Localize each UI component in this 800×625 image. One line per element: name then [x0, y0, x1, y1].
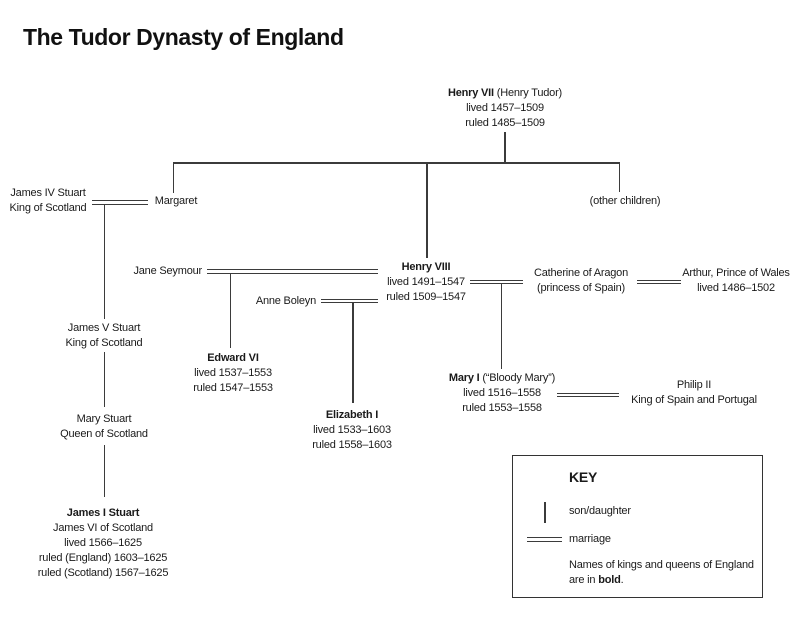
person-name: Jane Seymour [133, 265, 202, 277]
person-ruled: ruled 1553–1558 [462, 402, 542, 414]
line-to-edward6 [229, 273, 232, 348]
person-name-line: Mary I (“Bloody Mary”) [416, 371, 588, 386]
person-name: Catherine of Aragon [533, 267, 629, 279]
person-title: King of Scotland [9, 202, 87, 214]
key-note-prefix: are in [569, 574, 599, 586]
key-note-bold: bold [598, 574, 621, 586]
marriage-line-anne-henry8 [321, 298, 378, 304]
line-james5-to-mary-stuart [103, 352, 106, 407]
person-mary-stuart: Mary Stuart Queen of Scotland [44, 412, 164, 442]
person-james-v: James V Stuart King of Scotland [56, 321, 152, 351]
key-note-suffix: . [620, 574, 624, 586]
person-name-bold: Elizabeth I [325, 409, 379, 421]
person-philip-ii: Philip II King of Spain and Portugal [608, 378, 780, 408]
person-catherine-of-aragon: Catherine of Aragon (princess of Spain) [495, 266, 667, 296]
person-name-bold: James I Stuart [66, 507, 140, 519]
person-name: (other children) [589, 195, 661, 207]
line-to-mary1 [500, 284, 503, 369]
marriage-line-symbol [527, 537, 562, 542]
key-son-daughter-label: son/daughter [569, 505, 631, 517]
person-lived: lived 1537–1553 [194, 367, 272, 379]
marriage-line-james4-margaret [92, 200, 148, 205]
key-note-line1: Names of kings and queens of England [569, 559, 754, 571]
person-name: Philip II [676, 379, 712, 391]
key-note-line2: are in bold. [569, 573, 754, 588]
person-name: Arthur, Prince of Wales [682, 267, 790, 279]
marriage-line-henry8-catherine [470, 279, 523, 285]
person-james-iv: James IV Stuart King of Scotland [0, 186, 96, 216]
person-other-children: (other children) [565, 194, 685, 209]
person-arthur: Arthur, Prince of Wales lived 1486–1502 [650, 266, 800, 296]
person-title: King of Spain and Portugal [631, 394, 757, 406]
key-title: KEY [569, 469, 598, 485]
person-name-line: Henry VII (Henry Tudor) [420, 86, 590, 101]
person-name-bold: Mary I [448, 372, 480, 384]
person-name-bold: Henry VIII [401, 261, 451, 273]
person-ruled: ruled 1509–1547 [386, 291, 466, 303]
person-name: James IV Stuart [10, 187, 86, 199]
person-name: James I Stuart [13, 506, 193, 521]
person-mary-i: Mary I (“Bloody Mary”) lived 1516–1558 r… [416, 371, 588, 416]
line-henry7-down [504, 132, 506, 162]
person-james-i: James I Stuart James VI of Scotland live… [13, 506, 193, 581]
person-ruled: ruled 1485–1509 [465, 117, 545, 129]
person-title: King of Scotland [65, 337, 143, 349]
person-lived: lived 1457–1509 [466, 102, 544, 114]
page-title: The Tudor Dynasty of England [23, 24, 344, 50]
marriage-line-mary1-philip2 [557, 392, 619, 398]
marriage-line-catherine-arthur [637, 279, 681, 285]
person-name-suffix: (“Bloody Mary”) [479, 372, 556, 384]
person-henry-viii: Henry VIII lived 1491–1547 ruled 1509–15… [340, 260, 512, 305]
person-name: Margaret [154, 195, 198, 207]
line-to-elizabeth1 [352, 303, 354, 403]
line-bar-to-henry8 [426, 162, 428, 258]
person-lived: lived 1533–1603 [313, 424, 391, 436]
line-bar-to-other-children [618, 162, 621, 192]
marriage-line-jane-henry8 [207, 269, 378, 274]
person-jane-seymour: Jane Seymour [118, 264, 202, 279]
key-marriage-label: marriage [569, 533, 611, 545]
person-lived: lived 1486–1502 [697, 282, 775, 294]
person-anne-boleyn: Anne Boleyn [238, 294, 316, 309]
person-alias: James VI of Scotland [53, 522, 153, 534]
person-lived: lived 1566–1625 [64, 537, 142, 549]
person-name: Mary Stuart [76, 413, 132, 425]
person-name: Henry VIII [340, 260, 512, 275]
person-name: James V Stuart [67, 322, 141, 334]
line-to-james5 [103, 204, 106, 319]
person-lived: lived 1516–1558 [463, 387, 541, 399]
person-lived: lived 1491–1547 [387, 276, 465, 288]
person-name-bold: Edward VI [207, 352, 259, 364]
son-daughter-line-symbol [544, 502, 546, 523]
person-ruled-scotland: ruled (Scotland) 1567–1625 [37, 567, 169, 579]
line-children-bar [172, 162, 620, 164]
person-name: Henry VII [448, 87, 494, 99]
person-ruled: ruled 1558–1603 [312, 439, 392, 451]
line-bar-to-margaret [172, 162, 175, 193]
person-ruled: ruled 1547–1553 [193, 382, 273, 394]
person-title: (princess of Spain) [537, 282, 625, 294]
person-henry-vii: Henry VII (Henry Tudor) lived 1457–1509 … [420, 86, 590, 131]
person-name: Edward VI [147, 351, 319, 366]
person-elizabeth-i: Elizabeth I lived 1533–1603 ruled 1558–1… [266, 408, 438, 453]
person-name: Anne Boleyn [255, 295, 316, 307]
key-box: KEY son/daughter marriage Names of kings… [512, 455, 763, 598]
person-name: Elizabeth I [266, 408, 438, 423]
person-title: Queen of Scotland [60, 428, 148, 440]
person-ruled-england: ruled (England) 1603–1625 [38, 552, 168, 564]
key-note: Names of kings and queens of England are… [569, 558, 754, 588]
line-mary-stuart-to-james1 [103, 445, 106, 497]
person-name-suffix: (Henry Tudor) [493, 87, 562, 99]
person-margaret: Margaret [150, 194, 202, 209]
person-edward-vi: Edward VI lived 1537–1553 ruled 1547–155… [147, 351, 319, 396]
